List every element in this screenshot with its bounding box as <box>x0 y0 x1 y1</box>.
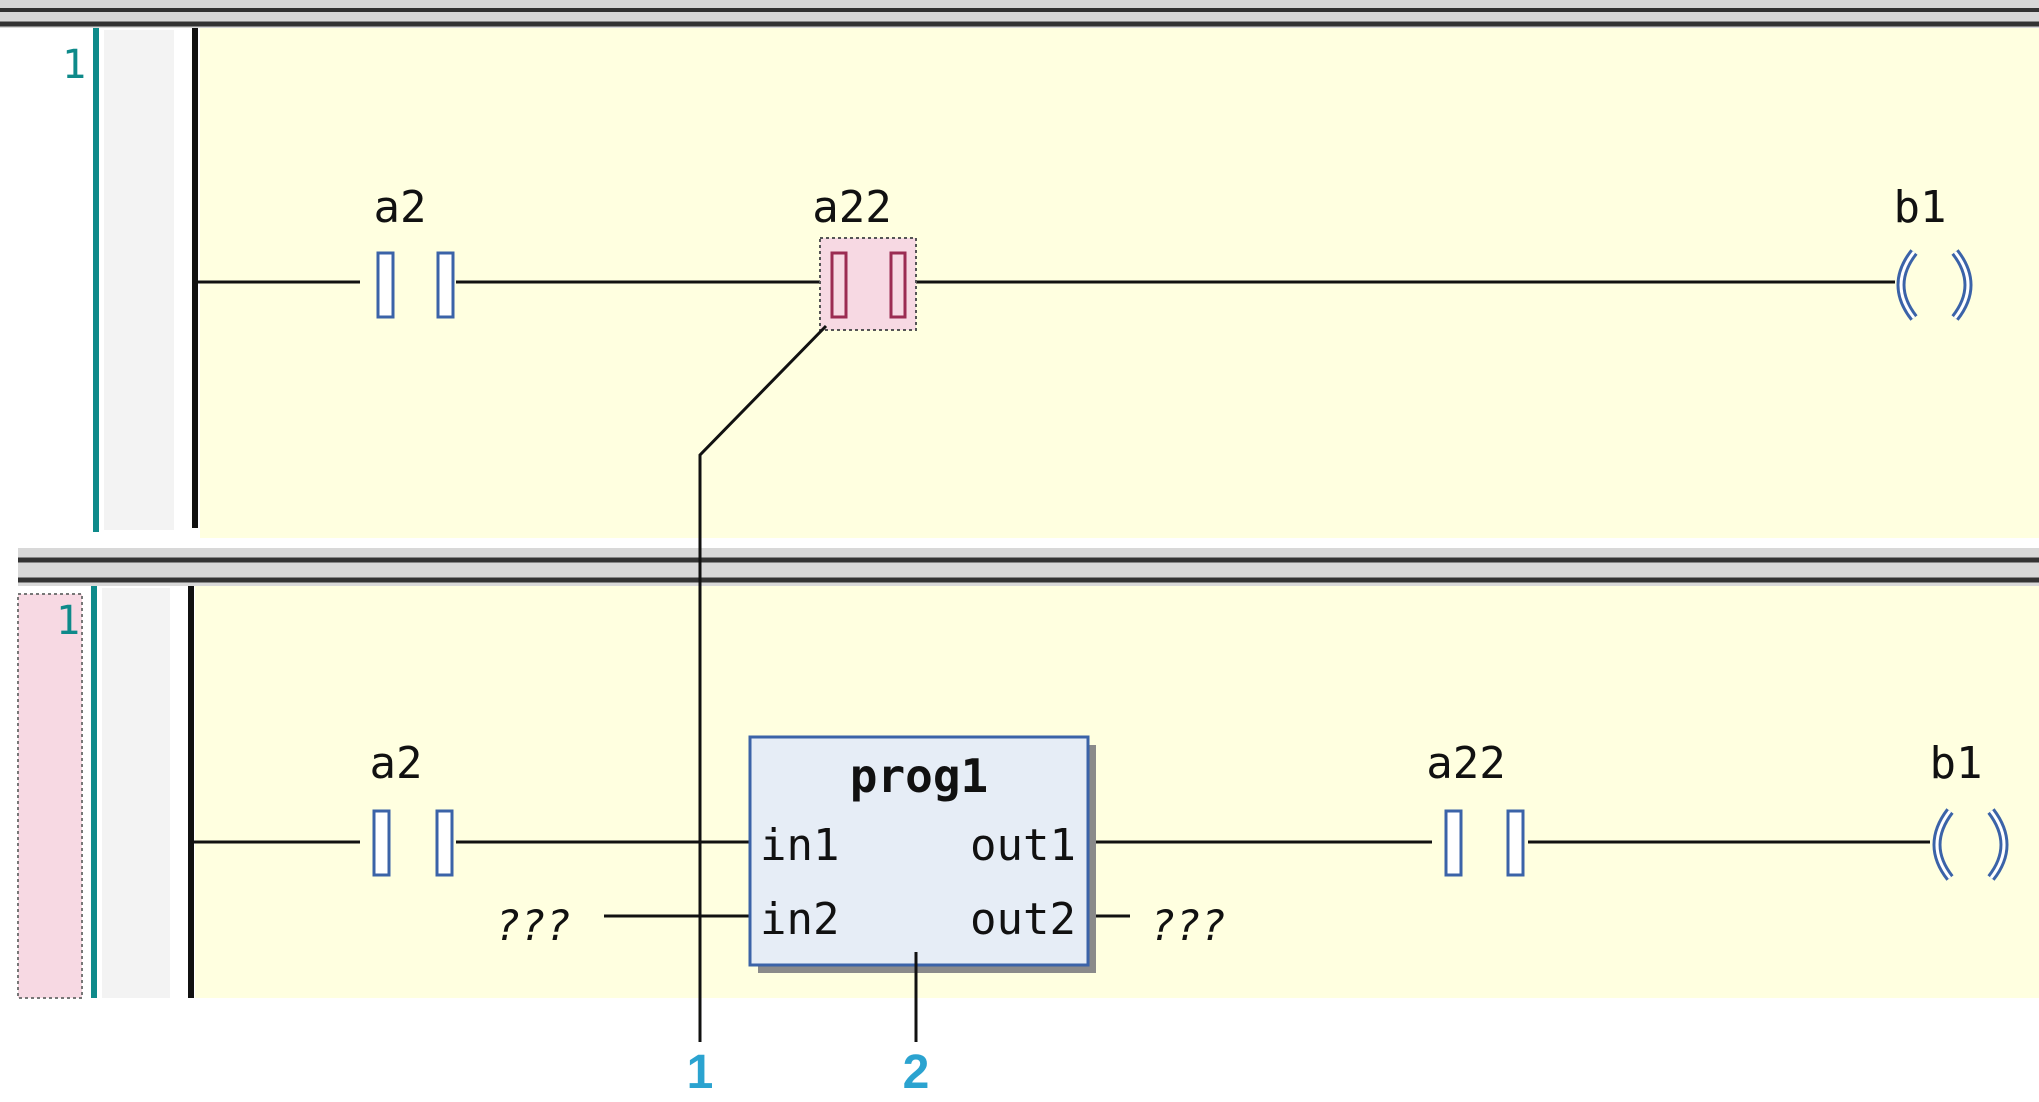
bottom-rung-number: 1 <box>56 598 80 644</box>
block-output-out1: out1 <box>970 820 1076 871</box>
unconnected-output-placeholder[interactable]: ??? <box>1150 901 1226 950</box>
top-rung-number: 1 <box>62 42 86 88</box>
block-input-in1: in1 <box>760 820 839 871</box>
callout-1-label: 1 <box>687 1046 714 1099</box>
top-coil-b1-label: b1 <box>1894 182 1947 233</box>
unconnected-input-placeholder[interactable]: ??? <box>495 901 571 950</box>
bottom-coil-b1[interactable] <box>1930 805 2010 885</box>
block-name: prog1 <box>850 749 988 803</box>
bottom-contact-a22-label: a22 <box>1426 738 1505 789</box>
callout-1-leader <box>698 324 828 1042</box>
bottom-editor-area[interactable] <box>195 586 2039 998</box>
top-coil-b1[interactable] <box>1895 245 1975 325</box>
block-output-out2: out2 <box>970 894 1076 945</box>
bottom-rung: 1 a2 prog1 in1 in2 out1 out2 ??? ??? <box>17 548 2039 999</box>
top-contact-a2-label: a2 <box>374 182 427 233</box>
top-contact-a22-selected[interactable] <box>819 237 917 331</box>
callouts: 1 2 <box>687 324 930 1099</box>
top-gutter-strip <box>104 30 174 530</box>
bottom-coil-b1-label: b1 <box>1930 738 1983 789</box>
bottom-contact-a2-label: a2 <box>370 738 423 789</box>
block-input-in2: in2 <box>760 894 839 945</box>
top-contact-a22-label: a22 <box>812 182 891 233</box>
top-contact-a2[interactable] <box>360 250 456 320</box>
bottom-gutter-strip <box>102 588 170 998</box>
top-rung: 1 a2 a22 b1 <box>0 0 2039 538</box>
function-block-prog1[interactable] <box>748 735 1096 973</box>
bottom-rung-number-selected[interactable] <box>17 593 83 999</box>
callout-2-label: 2 <box>903 1046 930 1099</box>
bottom-contact-a2[interactable] <box>360 808 456 878</box>
bottom-contact-a22[interactable] <box>1432 808 1528 878</box>
